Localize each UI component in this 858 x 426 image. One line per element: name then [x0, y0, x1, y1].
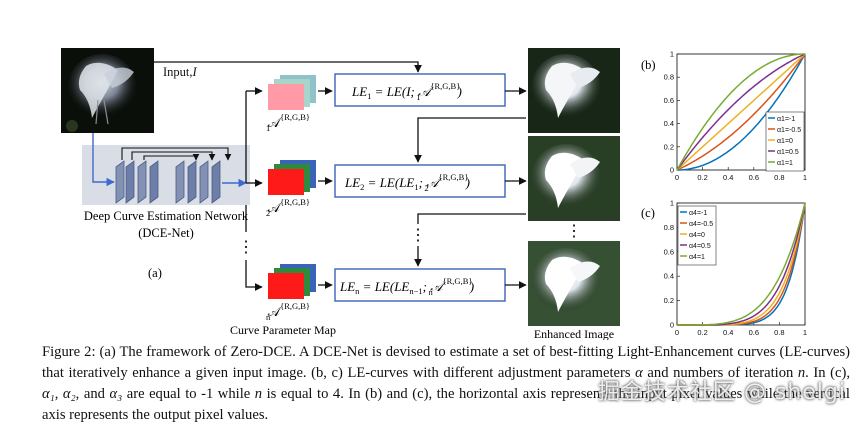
dce-net-block	[82, 133, 250, 205]
caption-part-3: . In (c),	[805, 365, 850, 381]
legend-entry: α4=-0.5	[689, 221, 713, 228]
svg-text:LE2 = LE(LE1; 𝒜{R,G,B}2): LE2 = LE(LE1; 𝒜{R,G,B}2)	[344, 172, 470, 193]
legend-box	[765, 111, 805, 172]
legend-entry: α1=-0.5	[777, 127, 801, 134]
x-tick-label: 0.8	[774, 173, 784, 182]
feedback-arrow-1	[414, 117, 526, 163]
x-tick-label: 0.8	[774, 328, 784, 337]
legend-entry: α4=-1	[689, 210, 707, 217]
legend-entry: α1=0.5	[777, 149, 799, 156]
y-tick-label: 0	[670, 166, 674, 175]
legend-entry: α4=0.5	[689, 243, 711, 250]
series-line	[676, 53, 806, 171]
equation-box-n: LEn = LE(LEn−1; 𝒜{R,G,B}n)	[334, 268, 506, 302]
panel-label-c: (c)	[641, 206, 655, 220]
legend-entry: α4=0	[689, 232, 705, 239]
x-tick-label: 1	[803, 173, 807, 182]
input-arrow	[154, 61, 422, 73]
chart-legend: α1=-1 α1=-0.5 α1=0 α1=0.5 α1=1	[765, 111, 805, 172]
series-line	[677, 202, 806, 326]
vertical-dots-net: ⋮	[238, 239, 254, 256]
chart-c: 0 0.2 0.4 0.6 0.8 1 0 0.2 0.4 0.6 0.8 1 α4=-1 α4=-0.5…	[664, 199, 808, 338]
panel-label-a: (a)	[148, 266, 162, 280]
x-tick-label: 1	[803, 328, 807, 337]
y-tick-label: 0.2	[664, 296, 674, 305]
series-line	[676, 53, 805, 171]
y-tick-label: 0.4	[664, 272, 674, 281]
enhanced-image-1	[528, 48, 620, 133]
chart-legend: α4=-1 α4=-0.5 α4=0 α4=0.5 α4=1	[677, 205, 717, 266]
map-n-label: 𝒜{R,G,B}n	[266, 301, 310, 322]
series-line	[677, 53, 806, 171]
caption-comma: ,	[54, 386, 63, 402]
curve-map-label: Curve Parameter Map	[230, 323, 336, 337]
curve-map-1	[268, 75, 316, 110]
caption-part-4: are equal to -1 while	[122, 386, 255, 402]
input-image	[61, 48, 154, 133]
caption-a1: α₁	[42, 386, 55, 402]
figure-caption: Figure 2: (a) The framework of Zero-DCE.…	[42, 342, 850, 426]
caption-n2: n	[254, 386, 263, 402]
equation-box-1: LE1 = LE(I; 𝒜{R,G,B}1)	[334, 73, 506, 107]
input-label: Input,I	[163, 65, 198, 79]
caption-part-2: and numbers of iteration	[642, 365, 798, 381]
caption-and: , and	[75, 386, 110, 402]
map-2-label: 𝒜{R,G,B}2	[266, 197, 310, 218]
legend-entry: α1=-1	[777, 116, 795, 123]
series-line	[676, 53, 806, 171]
y-tick-label: 0.2	[664, 142, 674, 151]
y-tick-label: 1	[670, 50, 674, 59]
svg-text:LEn = LE(LEn−1; 𝒜{R,G,B}n): LEn = LE(LEn−1; 𝒜{R,G,B}n)	[339, 276, 474, 297]
curve-map-2	[268, 160, 316, 195]
series-line	[676, 53, 806, 171]
y-tick-label: 0.8	[664, 223, 674, 232]
y-tick-label: 0	[670, 321, 674, 330]
x-tick-label: 0.6	[749, 173, 759, 182]
x-tick-label: 0.2	[697, 328, 707, 337]
watermark: 掘金技术社区 @ shelgi	[597, 380, 846, 405]
y-tick-label: 0.8	[664, 73, 674, 82]
legend-entry: α1=1	[777, 160, 793, 167]
y-tick-label: 0.6	[664, 247, 674, 256]
vertical-dots-img: ⋮	[566, 223, 582, 240]
enhanced-image-n	[528, 241, 620, 326]
x-tick-label: 0	[675, 328, 679, 337]
x-tick-label: 0.6	[749, 328, 759, 337]
legend-entry: α1=0	[777, 138, 793, 145]
legend-box	[677, 205, 717, 266]
panel-label-b: (b)	[641, 58, 656, 72]
x-tick-label: 0.4	[723, 173, 733, 182]
vertical-dots-eq: ⋮	[410, 227, 426, 244]
y-tick-label: 0.4	[664, 119, 674, 128]
y-tick-label: 0.6	[664, 96, 674, 105]
x-tick-label: 0	[675, 173, 679, 182]
caption-n: n	[797, 365, 806, 381]
network-abbrev: (DCE-Net)	[138, 226, 194, 240]
x-tick-label: 0.2	[697, 173, 707, 182]
caption-a2: α₂	[62, 386, 76, 402]
curve-map-n	[268, 264, 316, 299]
zero-dce-figure: Input,I Deep Curve Estimation Network (D…	[61, 48, 808, 340]
enhanced-image-label: Enhanced Image	[534, 327, 614, 340]
map-1-label: 𝒜{R,G,B}1	[266, 112, 310, 133]
x-tick-label: 0.4	[723, 328, 733, 337]
chart-b: 0 0.2 0.4 0.6 0.8 1 0 0.2 0.4 0.6 0.8 1 α1=-1 α1=-0.5…	[664, 50, 808, 183]
enhanced-image-2	[528, 136, 620, 221]
network-name: Deep Curve Estimation Network	[84, 209, 249, 223]
caption-part-5: is equal to 4. In (b) and (c), the horiz…	[42, 386, 850, 423]
y-tick-label: 1	[670, 199, 674, 208]
caption-part-1: Figure 2: (a) The framework of Zero-DCE.…	[42, 344, 850, 381]
svg-text:LE1 = LE(I; 𝒜{R,G,B}1): LE1 = LE(I; 𝒜{R,G,B}1)	[351, 81, 462, 102]
equation-box-2: LE2 = LE(LE1; 𝒜{R,G,B}2)	[334, 164, 506, 198]
caption-alpha: α	[635, 365, 643, 381]
legend-entry: α4=1	[689, 254, 705, 261]
mapn-arrow	[245, 205, 262, 287]
caption-a3: α₃	[109, 386, 123, 402]
